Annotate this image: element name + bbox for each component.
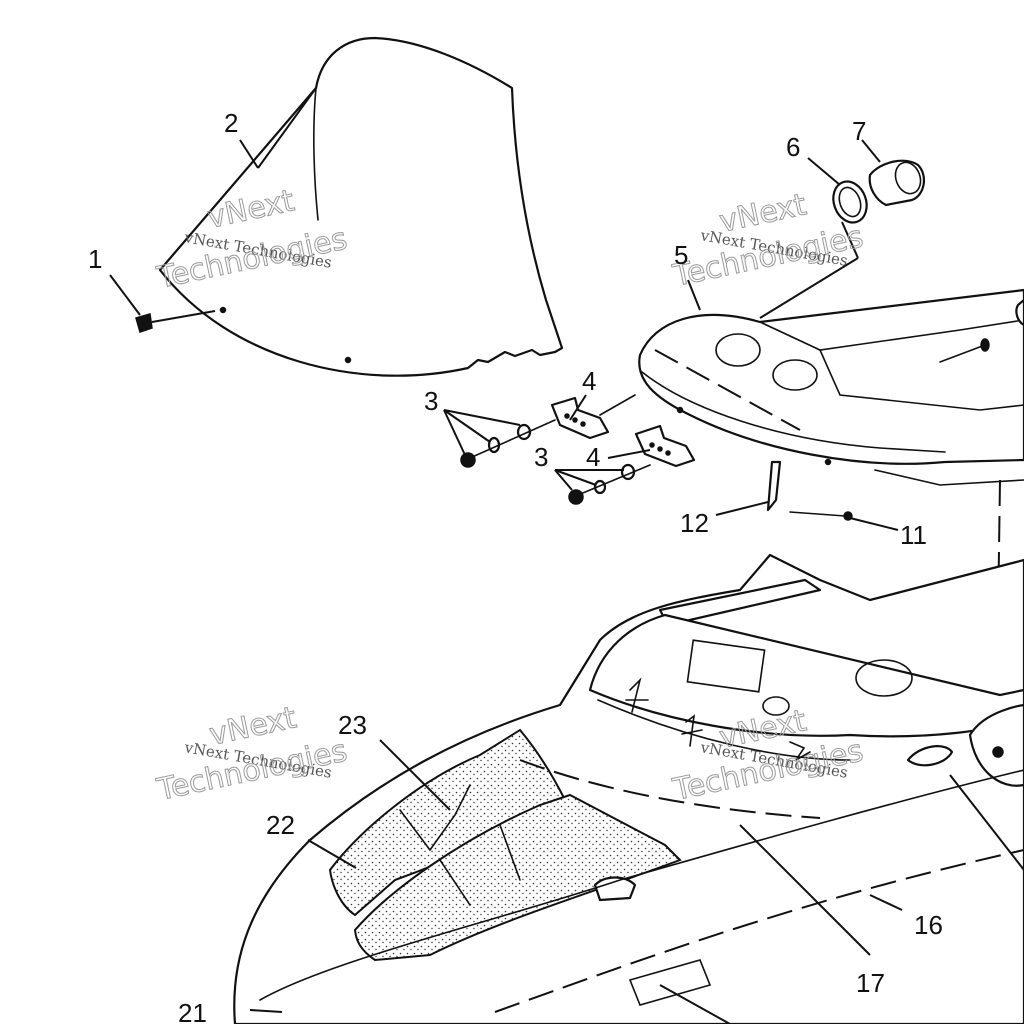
callout-4-lower: 4 [586, 442, 600, 472]
screw-part-1 [135, 310, 216, 333]
callout-6: 6 [786, 132, 800, 162]
callout-16: 16 [914, 910, 943, 940]
strap-part-12 [766, 460, 782, 512]
callout-7: 7 [852, 116, 866, 146]
callout-23: 23 [338, 710, 367, 740]
callout-1: 1 [88, 244, 102, 274]
bracket-upper [550, 394, 636, 440]
hood [233, 553, 1024, 1024]
callout-3-lower: 3 [534, 442, 548, 472]
callout-2: 2 [224, 108, 238, 138]
callout-4-upper: 4 [582, 366, 596, 396]
callout-12: 12 [680, 508, 709, 538]
svg-text:Technologies: Technologies [669, 220, 866, 295]
windshield [158, 36, 564, 377]
watermark-left-bottom: vNext vNext Technologies Technologies [153, 700, 351, 809]
bracket-lower [634, 424, 696, 468]
gauge-ring [832, 180, 868, 224]
callout-22: 22 [266, 810, 295, 840]
leader-lines [109, 87, 1024, 1024]
callout-21: 21 [178, 998, 207, 1024]
gauge-bezel [868, 159, 926, 207]
callout-3-upper: 3 [424, 386, 438, 416]
callout-11: 11 [900, 520, 927, 550]
nuts-washers-lower [568, 463, 651, 505]
nuts-washers-upper [460, 419, 556, 468]
callout-5: 5 [674, 240, 688, 270]
pin-part-11 [789, 511, 853, 521]
dash-console [638, 288, 1024, 486]
callout-17: 17 [856, 968, 885, 998]
bolt-right [939, 298, 1024, 363]
